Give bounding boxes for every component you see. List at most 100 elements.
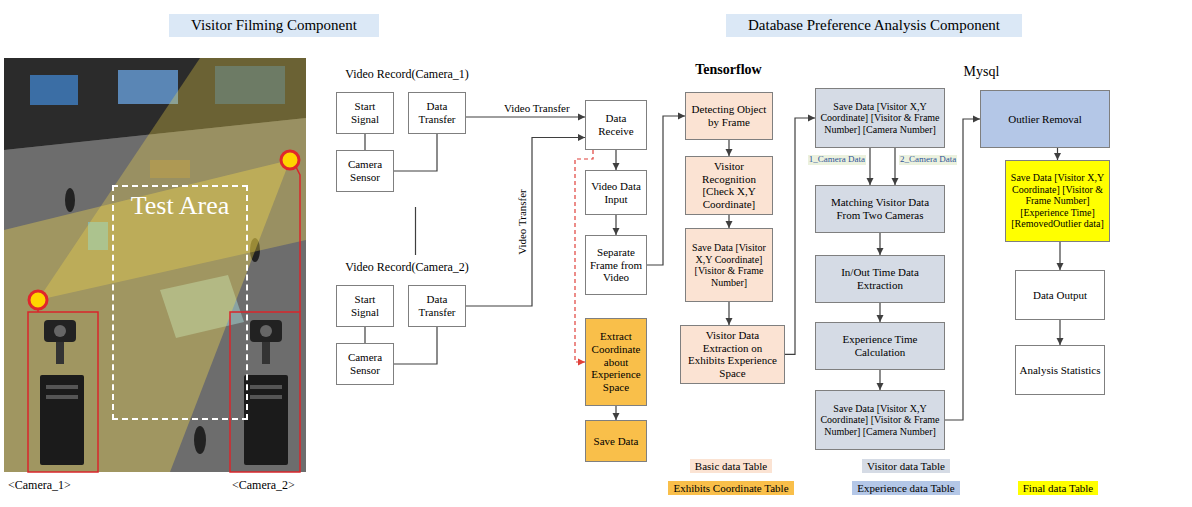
camera-label: <Camera_2> — [232, 478, 295, 493]
edge-label: 2_Camera Data — [899, 155, 957, 165]
arrowhead — [808, 115, 815, 122]
connector — [415, 207, 416, 255]
process-box: Data Output — [1015, 270, 1105, 320]
legend-label: Final data Table — [1023, 482, 1094, 494]
arrowhead — [877, 315, 884, 322]
platform-band: TensorflowDetecting Object by FrameVisit… — [677, 58, 780, 313]
arrowhead — [726, 318, 733, 325]
box-label: In/Out Time Data Extraction — [819, 266, 941, 291]
process-box: Save Data — [585, 420, 647, 462]
arrowhead — [726, 221, 733, 228]
process-box: Separate Frame from Video — [585, 235, 647, 295]
box-label: Save Data [Visitor X,Y Coordinate] [Visi… — [689, 242, 769, 288]
box-label: Data Output — [1019, 289, 1101, 302]
legend-swatch: Exhibits Coordinate Table — [668, 481, 793, 495]
box-label: Data Transfer — [412, 100, 462, 125]
process-box: In/Out Time Data Extraction — [815, 255, 945, 303]
arrowhead — [578, 359, 585, 366]
box-label: Separate Frame from Video — [589, 246, 643, 284]
component-panel: Database Preference Analysis ComponentDa… — [557, 0, 1191, 507]
process-box: Detecting Object by Frame — [685, 92, 773, 140]
camera-view-cone — [4, 160, 290, 472]
legend-swatch: Visitor data Table — [862, 459, 950, 473]
box-label: Camera Sensor — [340, 351, 390, 376]
camera-stand — [56, 342, 64, 364]
legend-label: Visitor data Table — [867, 460, 945, 472]
process-box: Extract Coordinate about Experience Spac… — [585, 318, 647, 406]
wall-screen — [118, 70, 178, 104]
connector — [394, 134, 437, 171]
box-label: Analysis Statistics — [1019, 364, 1101, 377]
process-box: Data Transfer — [408, 285, 466, 327]
computer-tower — [244, 375, 288, 465]
box-label: Camera Sensor — [340, 158, 390, 183]
platform-band: MysqlSave Data [Visitor X,Y Coordinate] … — [803, 58, 1160, 455]
connector — [364, 327, 365, 343]
arrowhead — [1057, 338, 1064, 345]
arrowhead — [578, 134, 585, 141]
edge-label: 1_Camera Data — [808, 155, 866, 165]
visitor-figure — [194, 426, 206, 454]
group-title: Video Record(Camera_2) — [322, 260, 492, 275]
tower-slot — [250, 385, 282, 389]
box-label: Outlier Removal — [984, 113, 1106, 126]
band-shape — [803, 58, 1160, 455]
box-label: Extract Coordinate about Experience Spac… — [589, 330, 643, 393]
arrowhead — [678, 113, 685, 120]
process-box: Analysis Statistics — [1015, 345, 1105, 395]
computer-tower — [40, 375, 84, 465]
box-label: Save Data [Visitor X,Y Coordinate] [Visi… — [819, 101, 941, 136]
process-box: Visitor Recognition [Check X,Y Coordinat… — [685, 156, 773, 215]
camera-group: Video Record(Camera_1)Start SignalData T… — [322, 62, 492, 207]
box-label: Save Data — [589, 435, 643, 448]
arrowhead — [892, 178, 899, 185]
process-box: Save Data [Visitor X,Y Coordinate] [Visi… — [1005, 160, 1110, 242]
process-box: Camera Sensor — [336, 150, 394, 192]
arrowhead — [973, 116, 980, 123]
process-box: Camera Sensor — [336, 343, 394, 385]
camera-marker — [29, 291, 47, 309]
process-box: Visitor Data Extraction on Exhibits Expe… — [680, 325, 785, 384]
tower-slot — [250, 395, 282, 399]
process-box: Data Receive — [585, 100, 647, 150]
box-label: Data Transfer — [412, 293, 462, 318]
process-box: Video Data Input — [585, 170, 647, 215]
test-area: Test Area — [112, 185, 248, 420]
process-box: Experience Time Calculation — [815, 322, 945, 370]
visitor-figure — [65, 188, 75, 212]
hall-ground — [4, 58, 306, 472]
arrowhead — [578, 114, 585, 121]
connector — [466, 138, 585, 307]
legend-swatch: Experience data Table — [852, 481, 959, 495]
process-box: Outlier Removal — [980, 90, 1110, 148]
area-label: Test Area — [114, 191, 246, 221]
legend-label: Basic data Table — [695, 460, 767, 472]
legend-label: Experience data Table — [857, 482, 954, 494]
connector — [647, 116, 685, 265]
arrowhead — [1057, 263, 1064, 270]
arrowhead — [613, 228, 620, 235]
tower-slot — [46, 385, 78, 389]
panel-title: Visitor Filming Component — [169, 14, 379, 37]
box-label: Experience Time Calculation — [819, 333, 941, 358]
process-box: Save Data [Visitor X,Y Coordinate] [Visi… — [815, 88, 945, 148]
camera-stand — [262, 342, 270, 364]
camera-group: Video Record(Camera_2)Start SignalData T… — [322, 255, 492, 400]
camera-lens — [260, 325, 272, 337]
legend-swatch: Basic data Table — [690, 459, 772, 473]
equipment-frame — [28, 312, 98, 472]
edge-label: Video Transfer — [516, 188, 528, 256]
arrowhead — [726, 149, 733, 156]
band-title: Mysql — [803, 64, 1160, 80]
legend-swatch: Final data Table — [1018, 481, 1099, 495]
arrowhead — [613, 413, 620, 420]
camera-view-cone — [38, 58, 306, 300]
box-label: Start Signal — [340, 100, 390, 125]
process-box: Start Signal — [336, 92, 394, 134]
arrowhead — [877, 383, 884, 390]
panel-title: Database Preference Analysis Component — [726, 14, 1022, 37]
process-box: Data Transfer — [408, 92, 466, 134]
camera-icon — [44, 320, 76, 342]
camera-icon — [250, 320, 282, 342]
box-label: Save Data [Visitor X,Y Coordinate] [Visi… — [1009, 172, 1106, 230]
